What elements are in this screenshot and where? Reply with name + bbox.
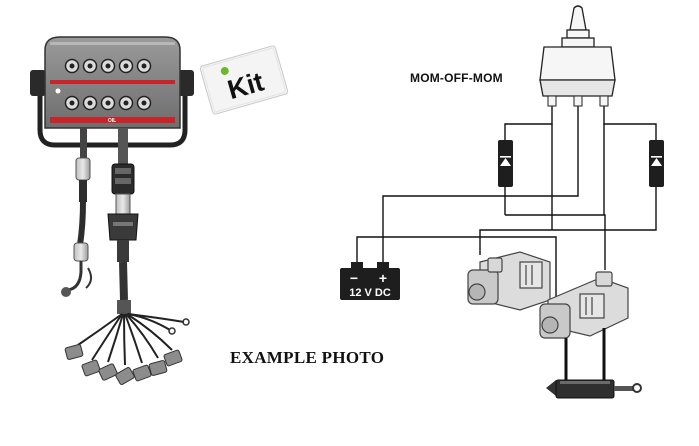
control-panel: OIL (30, 36, 194, 148)
toggle-switch (539, 5, 616, 107)
power-led (55, 88, 61, 94)
left-cable (61, 128, 92, 297)
battery-minus: − (350, 270, 358, 286)
hydraulic-hoses (564, 328, 606, 382)
panel-label: OIL (108, 118, 116, 124)
battery: − + 12 V DC (340, 262, 400, 300)
solenoid-valve-left (467, 251, 551, 311)
switch-type-label: MOM-OFF-MOM (410, 71, 503, 85)
kit-badge: Kit (199, 45, 289, 115)
battery-label: 12 V DC (349, 287, 391, 299)
harness-cable (64, 128, 190, 385)
diode-right (649, 140, 664, 187)
hydraulic-cylinder (546, 379, 642, 399)
battery-plus: + (379, 270, 387, 286)
bottom-socket-row (64, 95, 152, 111)
top-socket-row (64, 58, 152, 74)
example-photo-caption: EXAMPLE PHOTO (230, 348, 385, 367)
solenoid-valve-right (539, 271, 629, 339)
kit-dot-icon (220, 66, 229, 75)
diode-left (498, 140, 513, 187)
